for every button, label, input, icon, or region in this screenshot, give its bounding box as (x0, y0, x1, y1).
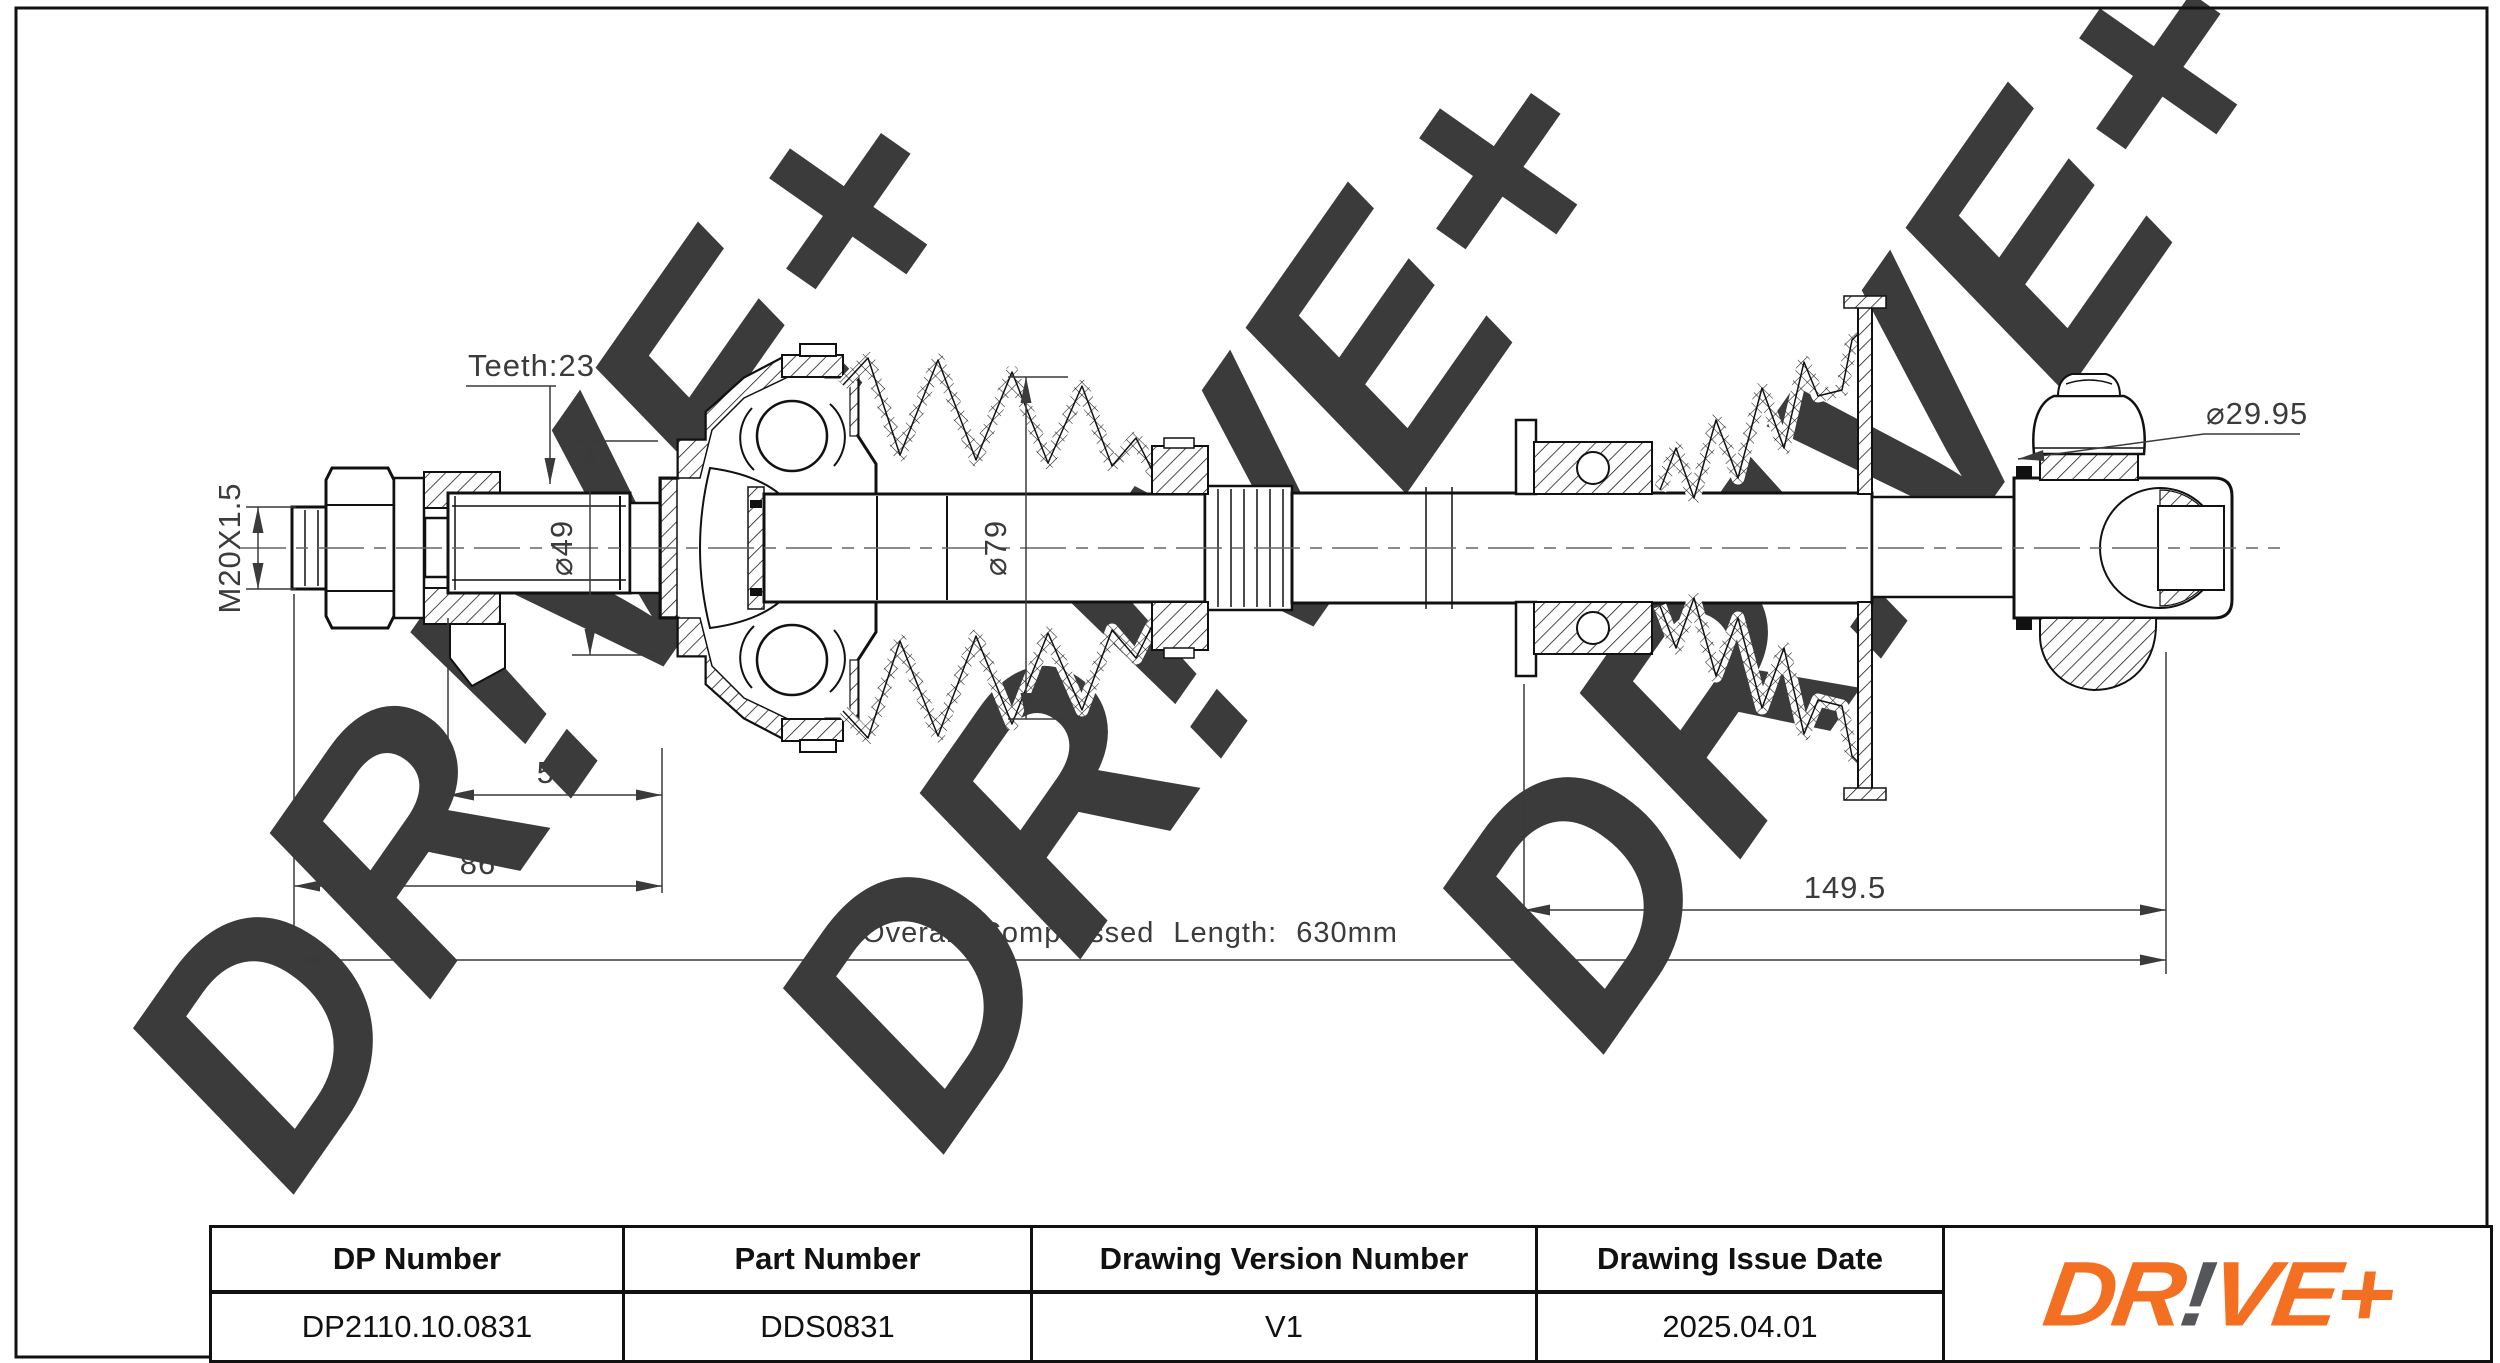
logo-text-ve-plus: VE+ (2203, 1242, 2398, 1346)
bearing-ball (755, 623, 829, 697)
bearing-ball (755, 399, 829, 473)
diameter-2995-label: ⌀29.95 (2206, 396, 2308, 431)
dimension-lines (246, 376, 2300, 974)
dim-86-label: 86 (460, 846, 496, 881)
table-value-part-number: DDS0831 (622, 1294, 1030, 1360)
teeth-count-label: Teeth:23 (468, 348, 595, 383)
table-value-dp-number: DP2110.10.0831 (301, 1309, 533, 1344)
dimension-labels: Teeth:23 M20X1.5 ⌀49 ⌀79 ⌀29.95 52 86 14… (212, 348, 2308, 949)
table-header-part-number: Part Number (622, 1228, 1030, 1294)
table-value-drawing-version: V1 (1030, 1294, 1535, 1360)
inner-joint-end (2012, 373, 2234, 692)
table-value-issue-date: 2025.04.01 (1535, 1294, 1942, 1360)
support-bearing (1514, 418, 1653, 678)
dim-52-label: 52 (537, 755, 573, 790)
table-header-drawing-version: Drawing Version Number (1030, 1228, 1535, 1294)
table-header-dp-number: DP Number (212, 1228, 622, 1294)
table-header-issue-date: Drawing Issue Date (1535, 1228, 1942, 1294)
overall-length-label: Overall Compressed Length: 630mm (862, 917, 1398, 949)
driveshaft-assembly (290, 295, 2234, 801)
drive-plus-logo: DR!VE+ (2037, 1242, 2397, 1345)
spline-section (423, 491, 662, 595)
thread-size-label: M20X1.5 (212, 482, 247, 613)
diameter-49-label: ⌀49 (544, 520, 579, 576)
dim-1495-label: 149.5 (1804, 870, 1887, 905)
brand-logo: DR!VE+ (1942, 1228, 2490, 1360)
bearing-dome-cap (2032, 394, 2146, 456)
inner-cv-boot (1653, 295, 1887, 801)
logo-text-dr: DR (2037, 1242, 2189, 1346)
diameter-79-label: ⌀79 (978, 520, 1013, 576)
title-block-table: DP Number Part Number Drawing Version Nu… (209, 1225, 2493, 1363)
